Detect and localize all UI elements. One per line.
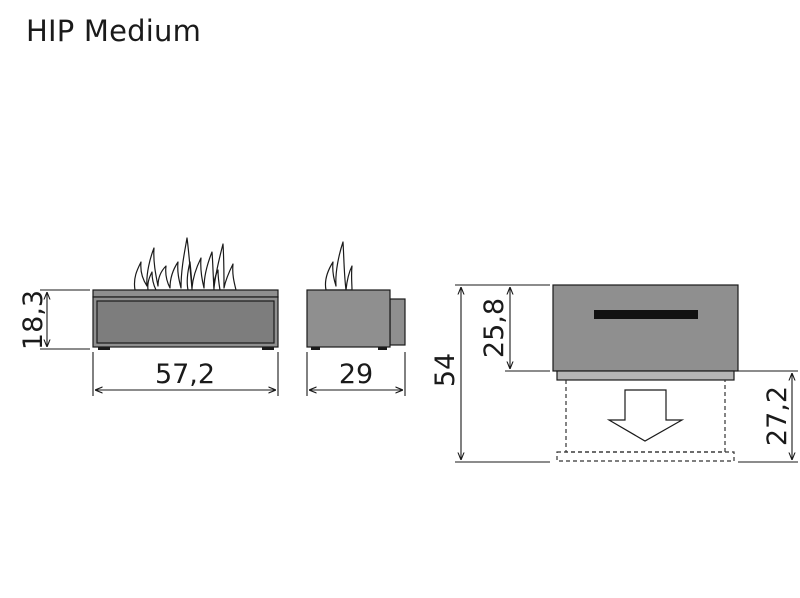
total-height-label: 54	[430, 353, 461, 387]
extended-base	[556, 370, 735, 381]
front-flames	[133, 237, 237, 291]
side-body	[306, 289, 391, 348]
front-view: 18,3 57,2	[18, 237, 279, 396]
side-depth-label: 29	[339, 359, 373, 390]
side-view: 29	[306, 241, 406, 396]
front-width-label: 57,2	[155, 359, 215, 390]
extension-base-outline	[556, 451, 735, 462]
front-panel	[96, 300, 275, 344]
down-arrow-icon	[606, 389, 685, 442]
extension-height-label: 27,2	[762, 386, 793, 446]
side-back-panel	[389, 298, 406, 346]
extended-body	[552, 284, 739, 372]
side-foot-left	[311, 347, 320, 350]
page-title: HIP Medium	[26, 14, 202, 48]
extension-outline	[565, 380, 726, 453]
side-foot-right	[378, 347, 387, 350]
extended-slot	[594, 310, 698, 319]
front-height-label: 18,3	[18, 290, 49, 350]
body-height-label: 25,8	[479, 298, 510, 358]
side-flames	[324, 241, 353, 291]
front-foot-right	[262, 347, 274, 350]
front-foot-left	[98, 347, 110, 350]
front-top-bar	[92, 289, 279, 298]
front-flames-inner	[147, 261, 221, 291]
extended-view: 54 25,8 27,2	[430, 284, 798, 463]
